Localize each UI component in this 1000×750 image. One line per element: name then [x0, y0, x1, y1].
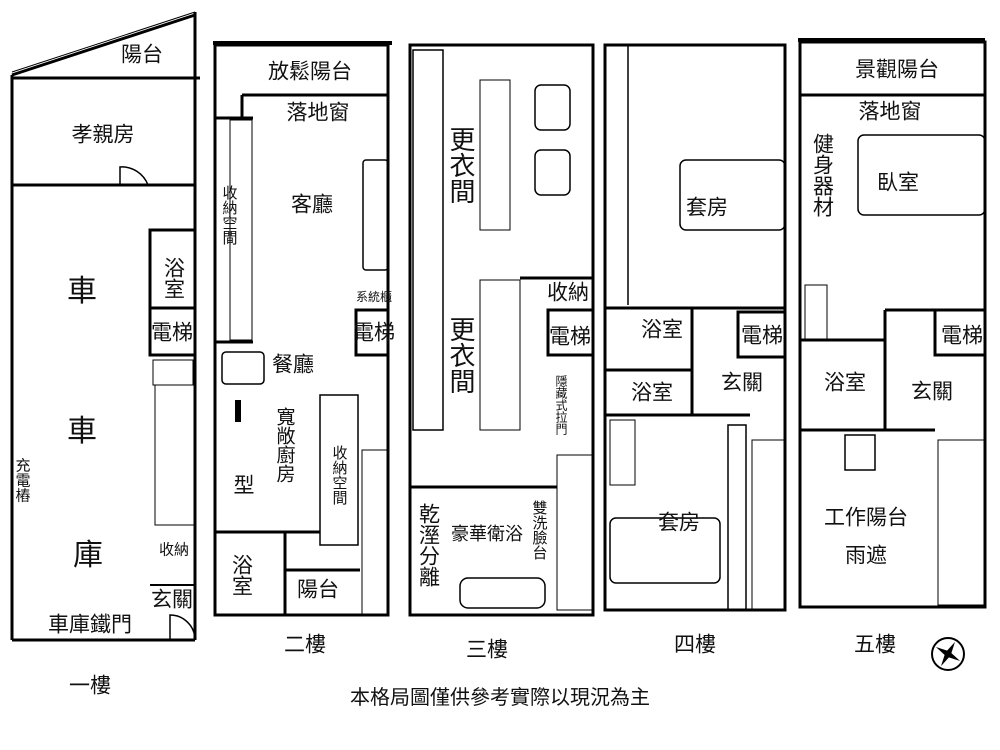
- f2-dining-label: 餐廳: [272, 352, 314, 377]
- f2-bath-label: 浴室: [229, 554, 254, 596]
- f1-bath-label: 浴室: [161, 257, 186, 299]
- disclaimer-caption: 本格局圖僅供參考實際以現況為主: [350, 685, 650, 709]
- f3-sliding-door-label: 隱藏式拉門: [554, 375, 568, 435]
- f2-balcony-label: 放鬆陽台: [268, 59, 352, 84]
- f3-elevator-label: 電梯: [549, 324, 591, 349]
- floor-5-walls: [798, 38, 987, 609]
- f2-living-label: 客廳: [291, 192, 333, 217]
- floor-4-walls: [603, 43, 787, 612]
- f3-wet-dry-label: 乾溼分離: [416, 503, 441, 587]
- f2-window-label: 落地窗: [286, 100, 350, 125]
- f1-elevator-label: 電梯: [151, 320, 193, 345]
- f5-bedroom-label: 臥室: [877, 170, 919, 195]
- f2-balcony2-label: 陽台: [297, 577, 339, 602]
- f5-elevator-label: 電梯: [941, 323, 983, 348]
- f4-elevator-label: 電梯: [741, 323, 783, 348]
- f1-charger-label: 充電樁: [13, 457, 32, 503]
- f2-elevator-label: 電梯: [353, 320, 395, 345]
- f4-suite-label-2: 套房: [658, 510, 700, 535]
- f4-foyer-label: 玄關: [721, 370, 763, 395]
- f5-window-label: 落地窗: [858, 99, 922, 124]
- f3-storage-label: 收納: [547, 280, 589, 305]
- f3-closet-label-2: 更衣間: [445, 316, 475, 394]
- f5-canopy-label: 雨遮: [845, 543, 887, 568]
- floor-3-title: 三樓: [466, 637, 508, 662]
- f1-foyer-label: 玄關: [151, 587, 193, 612]
- f3-bath-label: 豪華衛浴: [451, 524, 523, 545]
- floor-2-walls: [213, 41, 392, 617]
- f2-storage-label-1: 收納空間: [220, 185, 239, 245]
- f4-bath-label-2: 浴室: [631, 380, 673, 405]
- f1-car-label-1: 車: [67, 274, 97, 309]
- f1-garage-door-label: 車庫鐵門: [48, 612, 132, 637]
- f5-work-balcony-label: 工作陽台: [824, 505, 908, 530]
- compass-icon: [931, 637, 965, 671]
- floor-5-title: 五樓: [854, 632, 896, 657]
- f1-garage-label: 庫: [73, 538, 103, 573]
- f5-balcony-label: 景觀陽台: [855, 57, 939, 82]
- floor-4-title: 四樓: [674, 632, 716, 657]
- f1-elder-room-label: 孝親房: [71, 122, 135, 147]
- f4-bath-label-1: 浴室: [641, 317, 683, 342]
- f2-storage-label-2: 收納空間: [330, 445, 349, 505]
- floor-3-walls: [408, 43, 595, 617]
- f1-balcony-label: 陽台: [121, 42, 163, 67]
- floor-1-title: 一樓: [69, 673, 111, 698]
- f1-car-label-2: 車: [67, 414, 97, 449]
- f1-storage-label: 收納: [158, 540, 190, 559]
- f2-kitchen-label: 寬敞廚房: [273, 407, 296, 483]
- f3-closet-label-1: 更衣間: [445, 126, 475, 204]
- f5-gym-label: 健身器材: [810, 133, 835, 217]
- f5-foyer-label: 玄關: [911, 379, 953, 404]
- f4-suite-label-1: 套房: [686, 195, 728, 220]
- floor-1-walls: [10, 11, 200, 642]
- f2-cabinet-label: 系統櫃: [355, 290, 393, 304]
- f3-double-sink-label: 雙洗臉台: [530, 500, 549, 560]
- floor-2-title: 二樓: [284, 632, 326, 657]
- f5-bath-label: 浴室: [824, 370, 866, 395]
- f2-kitchen-type-label: 型: [233, 473, 255, 498]
